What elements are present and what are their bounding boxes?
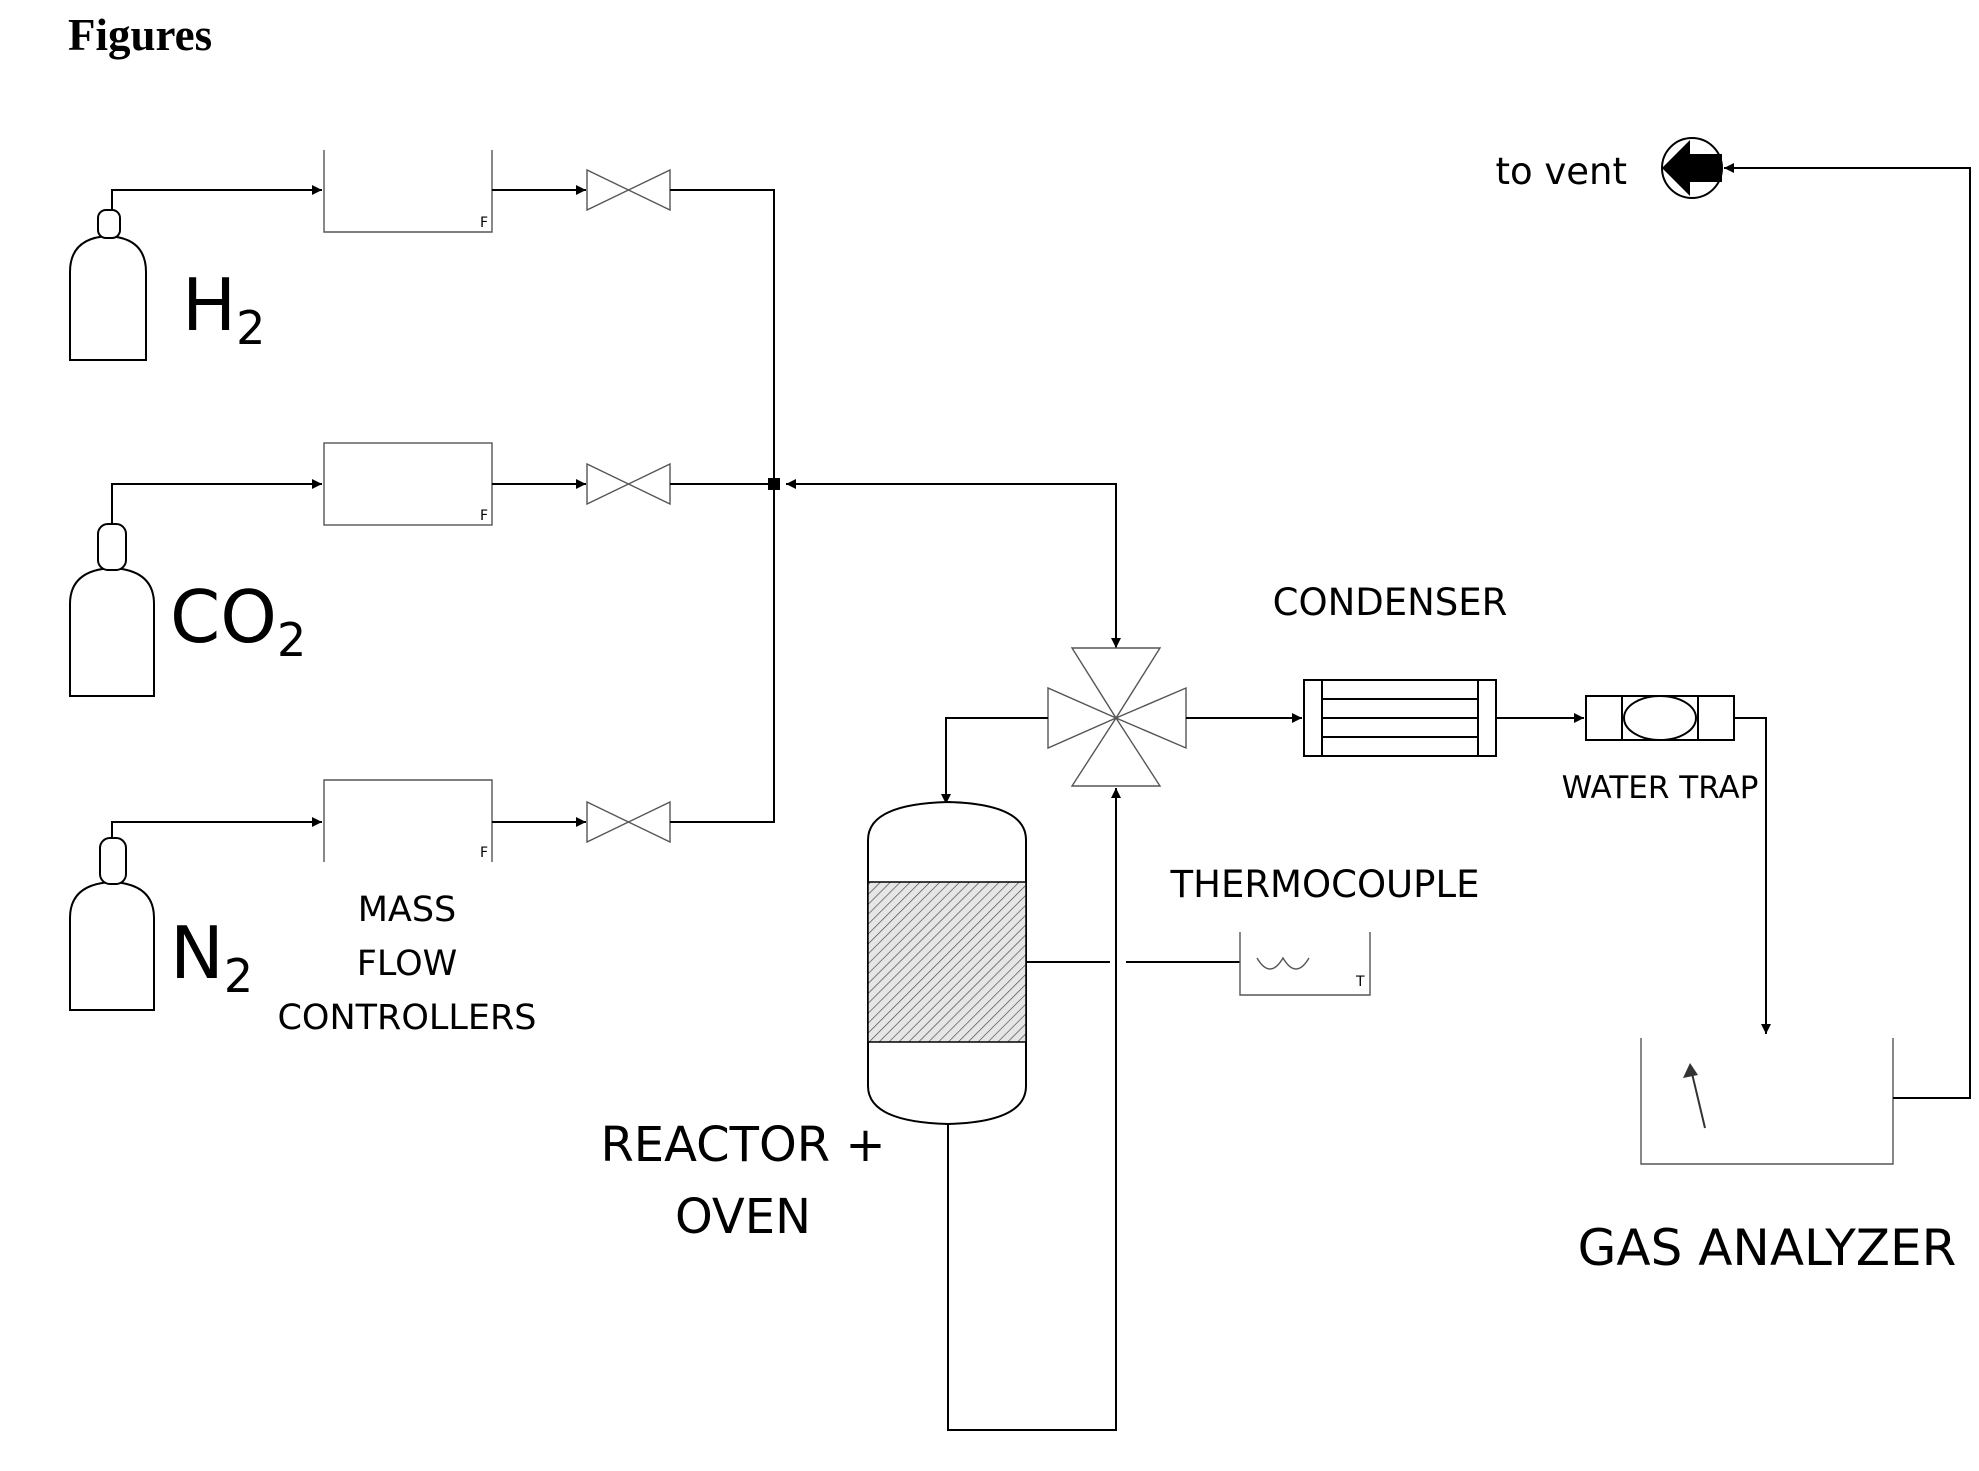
reactor-label-line2: OVEN [675, 1189, 811, 1245]
mfc-caption-line3: CONTROLLERS [277, 998, 536, 1038]
h2-label: H2 [182, 263, 265, 355]
h2-cylinder [69, 209, 147, 361]
vent-label: to vent [1495, 150, 1627, 193]
catalyst-bed [867, 881, 1027, 1043]
co2-label: CO2 [170, 575, 306, 667]
h2-valve [586, 168, 671, 212]
thermocouple-coil-icon [1256, 956, 1310, 970]
co2-mass-flow-controller: F [323, 442, 493, 526]
gas-analyzer-label: GAS ANALYZER [1578, 1219, 1957, 1277]
reactor-vessel [867, 800, 1027, 1126]
figures-heading: Figures [68, 10, 212, 60]
manifold-junction [768, 478, 780, 490]
water-trap [1585, 695, 1735, 741]
water-trap-label: WATER TRAP [1562, 770, 1759, 806]
thermocouple-tag: T [1355, 974, 1365, 990]
n2-cylinder [69, 837, 155, 1011]
n2-mfc-tag: F [480, 845, 488, 861]
condenser-label: CONDENSER [1273, 581, 1508, 624]
n2-mass-flow-controller: F [323, 779, 493, 862]
h2-mfc-tag: F [480, 215, 488, 231]
six-port-switching-valve [1047, 647, 1187, 787]
mfc-caption-line2: FLOW [357, 944, 458, 984]
gas-analyzer [1640, 1038, 1894, 1165]
co2-mfc-tag: F [480, 508, 488, 524]
reactor-label-line1: REACTOR + [600, 1117, 885, 1173]
condenser [1303, 679, 1497, 757]
co2-valve [586, 462, 671, 506]
co2-cylinder [69, 523, 155, 697]
n2-valve [586, 800, 671, 844]
n2-label: N2 [170, 911, 253, 1003]
thermocouple-label: THERMOCOUPLE [1170, 863, 1480, 906]
vent-arrow-icon [1661, 137, 1723, 199]
h2-mass-flow-controller: F [323, 150, 493, 233]
mfc-caption-line1: MASS [358, 890, 457, 930]
thermocouple-readout: T [1239, 932, 1371, 996]
